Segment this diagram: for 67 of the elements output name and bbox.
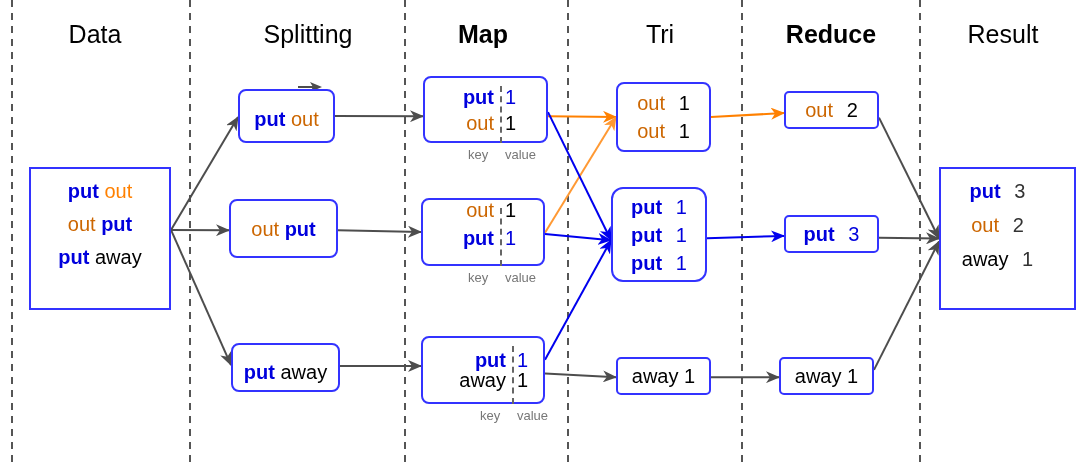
map-box — [421, 336, 545, 404]
column-heading: Tri — [645, 20, 675, 49]
word-count-line: put 1 — [631, 224, 687, 245]
key-value-pair: put 1 — [473, 350, 530, 370]
arrow — [170, 116, 239, 231]
word-count-line: put out — [254, 109, 319, 129]
word-count-line: out 2 — [805, 100, 858, 120]
word-count-line: out put — [251, 218, 316, 239]
arrow — [878, 116, 940, 240]
arrow — [544, 116, 617, 234]
column-heading: Result — [967, 20, 1039, 49]
key-value-pair: put 1 — [461, 86, 518, 107]
arrow — [547, 110, 617, 123]
map-box — [421, 198, 545, 266]
map-box — [423, 76, 548, 143]
word-count-line: out put — [67, 214, 133, 234]
word-count-line: put 3 — [969, 181, 1026, 201]
word-count-line: put 1 — [631, 252, 687, 273]
column-caption: value — [505, 148, 537, 161]
arrow — [710, 107, 785, 120]
arrow — [544, 233, 612, 245]
reduce-box — [779, 357, 874, 395]
key-value-pair: away 1 — [458, 370, 530, 390]
column-heading: Reduce — [785, 20, 877, 49]
result-box — [939, 167, 1076, 310]
reduce-box — [784, 91, 879, 129]
word-count-line: put out — [67, 181, 133, 201]
input-box — [29, 167, 171, 310]
word-count-line: put 1 — [631, 196, 687, 217]
arrow — [544, 239, 612, 361]
column-caption: value — [517, 409, 549, 422]
word-count-line: away 1 — [961, 249, 1034, 269]
split-box — [238, 89, 335, 143]
word-count-line: put 3 — [803, 224, 860, 244]
arrow — [334, 110, 424, 123]
word-count-line: away 1 — [794, 366, 859, 386]
arrow — [170, 224, 230, 237]
arrow — [706, 230, 785, 243]
arrow — [873, 240, 940, 371]
arrow — [544, 370, 617, 383]
word-count-line: out 1 — [637, 93, 690, 113]
column-caption: key — [480, 409, 501, 422]
arrow — [878, 232, 940, 245]
arrow — [547, 111, 612, 242]
key-value-pair: put 1 — [461, 228, 518, 248]
split-box — [229, 199, 338, 258]
column-caption: key — [468, 148, 489, 161]
reduce-box — [784, 215, 879, 253]
key-value-pair: out 1 — [465, 112, 518, 133]
arrow — [710, 371, 780, 384]
split-box — [231, 343, 340, 392]
shuffle-box — [611, 187, 707, 282]
word-count-line: out 2 — [971, 215, 1024, 235]
arrow — [337, 225, 422, 238]
word-count-line: put away — [58, 247, 142, 267]
word-count-line: away 1 — [631, 366, 696, 386]
word-count-line: put away — [243, 361, 328, 382]
column-heading: Data — [68, 20, 122, 49]
key-value-pair: out 1 — [465, 200, 518, 220]
column-caption: value — [505, 271, 537, 284]
shuffle-box — [616, 357, 711, 395]
column-heading: Splitting — [263, 20, 353, 49]
arrow — [339, 359, 422, 372]
column-heading: Map — [458, 20, 508, 49]
column-caption: key — [468, 271, 489, 284]
shuffle-box — [616, 82, 711, 152]
word-count-line: out 1 — [637, 121, 690, 141]
